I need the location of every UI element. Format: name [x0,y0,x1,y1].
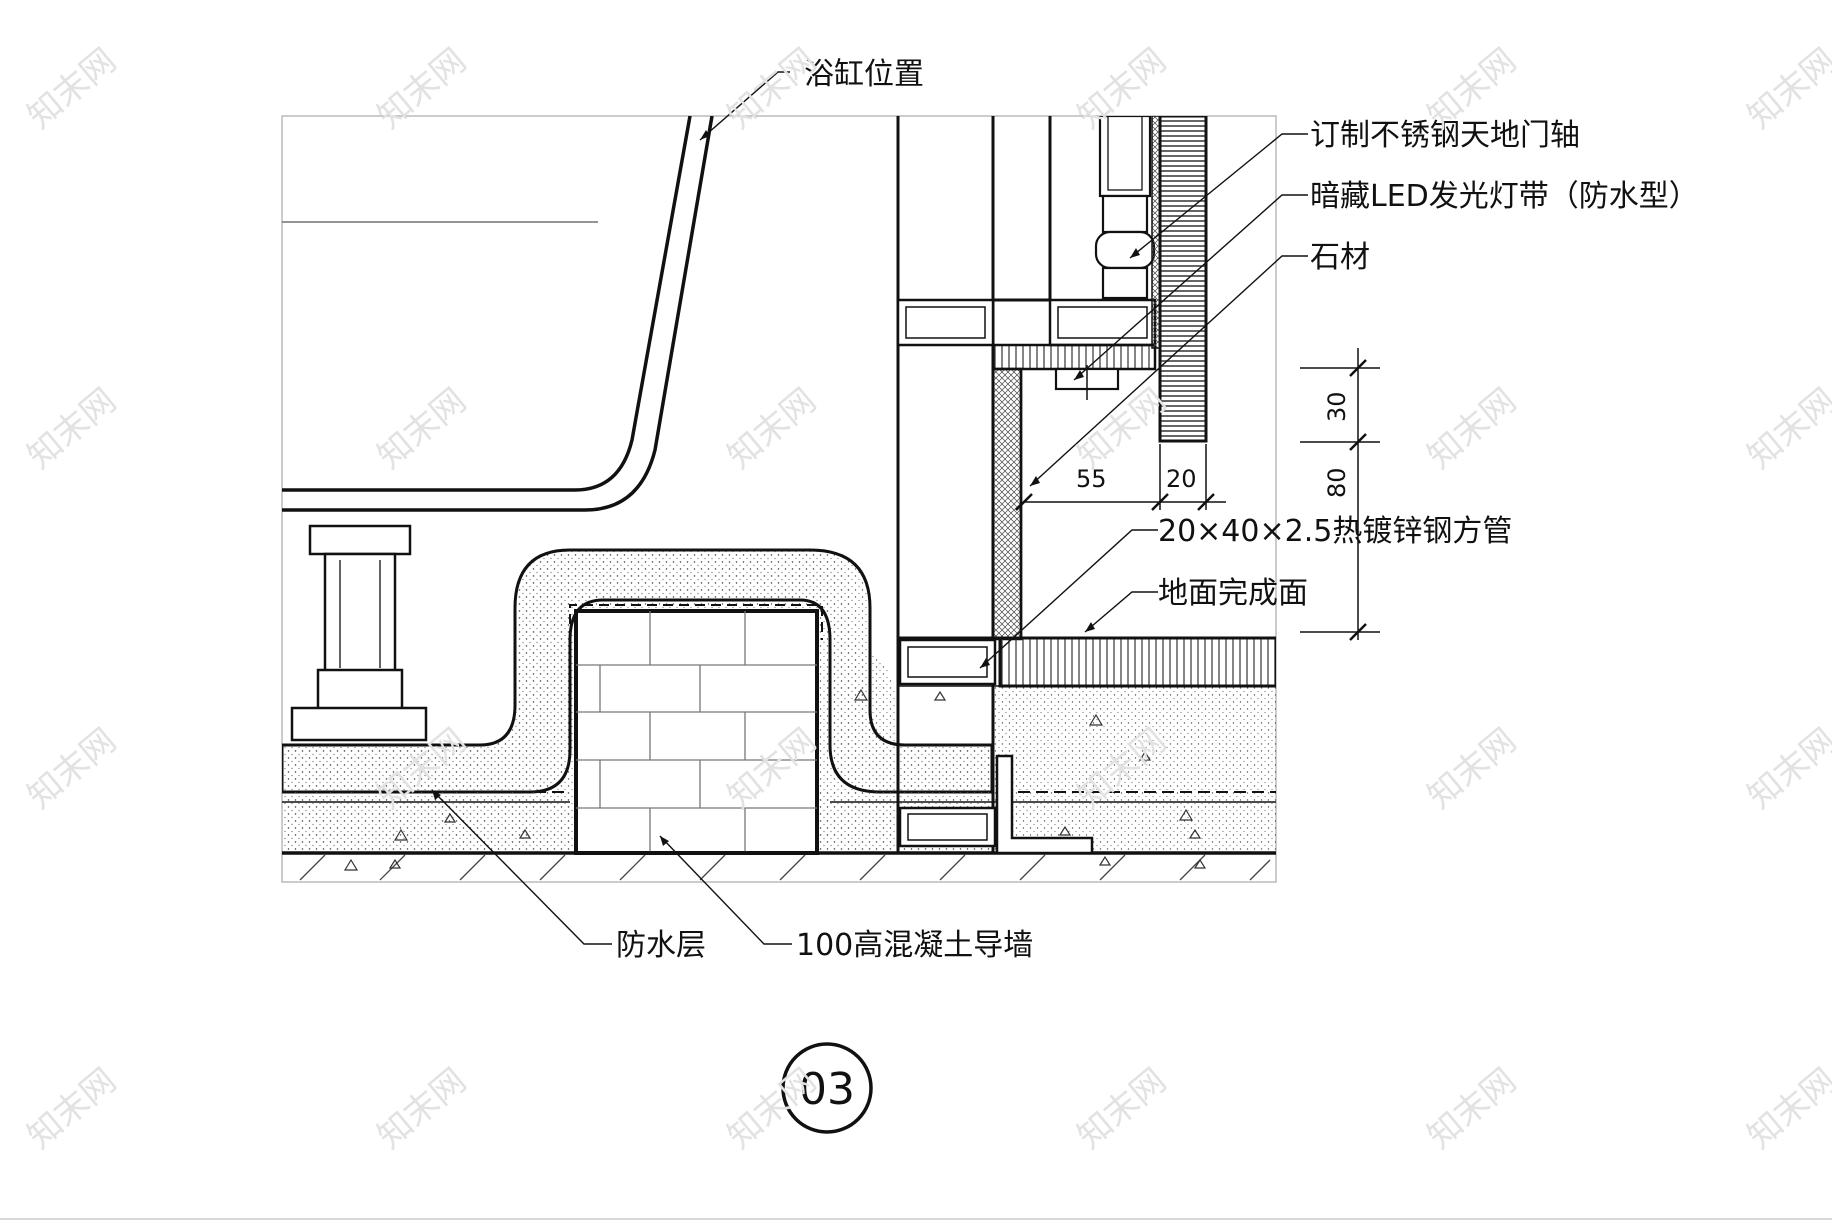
label-led-strip: 暗藏LED发光灯带（防水型） [1310,179,1699,214]
svg-text:知末网: 知末网 [1420,721,1524,817]
slab-hatch [299,854,1271,881]
svg-text:知末网: 知末网 [370,1061,474,1157]
svg-text:知末网: 知末网 [1740,1061,1832,1157]
glass-frame [896,116,1052,853]
screed-right [992,685,1276,853]
leader-lines [431,71,1308,945]
svg-text:知末网: 知末网 [1740,381,1832,477]
floor-steel-tubes [898,638,997,848]
label-waterproof: 防水层 [616,928,706,963]
led-housing [991,343,1157,371]
top-steel-tubes [896,298,1157,347]
label-steel-tube: 20×40×2.5热镀锌钢方管 [1158,514,1512,549]
svg-text:知末网: 知末网 [20,1061,124,1157]
svg-text:知末网: 知末网 [1070,381,1174,477]
dim-80: 80 [1323,467,1351,498]
svg-text:知末网: 知末网 [1420,381,1524,477]
svg-text:知末网: 知末网 [20,381,124,477]
waterproof-bulge [282,548,994,794]
svg-text:知末网: 知末网 [720,381,824,477]
svg-text:知末网: 知末网 [1740,41,1832,137]
detail-number: 03 [799,1064,855,1115]
detail-number-circle [781,1042,873,1134]
door-pivot [1054,116,1156,400]
dimension-lines [1015,348,1380,641]
svg-text:知末网: 知末网 [370,381,474,477]
tub-support-leg [290,524,428,742]
svg-text:知末网: 知末网 [370,41,474,137]
svg-text:知末网: 知末网 [1740,721,1832,817]
svg-text:知末网: 知末网 [1070,1061,1174,1157]
dim-20: 20 [1166,465,1197,493]
label-concrete-curb: 100高混凝土导墙 [796,928,1033,963]
bathtub-shell [282,116,714,512]
dim-55: 55 [1076,465,1107,493]
stone-door-panel [1158,116,1208,443]
label-finished-floor: 地面完成面 [1158,576,1308,611]
vertical-stone [991,367,1023,641]
floor-finish-stone [998,636,1276,688]
dim-30: 30 [1323,391,1351,422]
label-stone: 石材 [1310,240,1370,275]
svg-text:知末网: 知末网 [1420,1061,1524,1157]
concrete-curb [569,604,823,855]
drawing-frame [281,115,1277,883]
label-tub-position: 浴缸位置 [804,57,924,92]
label-door-pivot: 订制不锈钢天地门轴 [1310,118,1580,153]
svg-text:知末网: 知末网 [20,721,124,817]
svg-text:知末网: 知末网 [20,41,124,137]
angle-bracket [995,754,1094,855]
